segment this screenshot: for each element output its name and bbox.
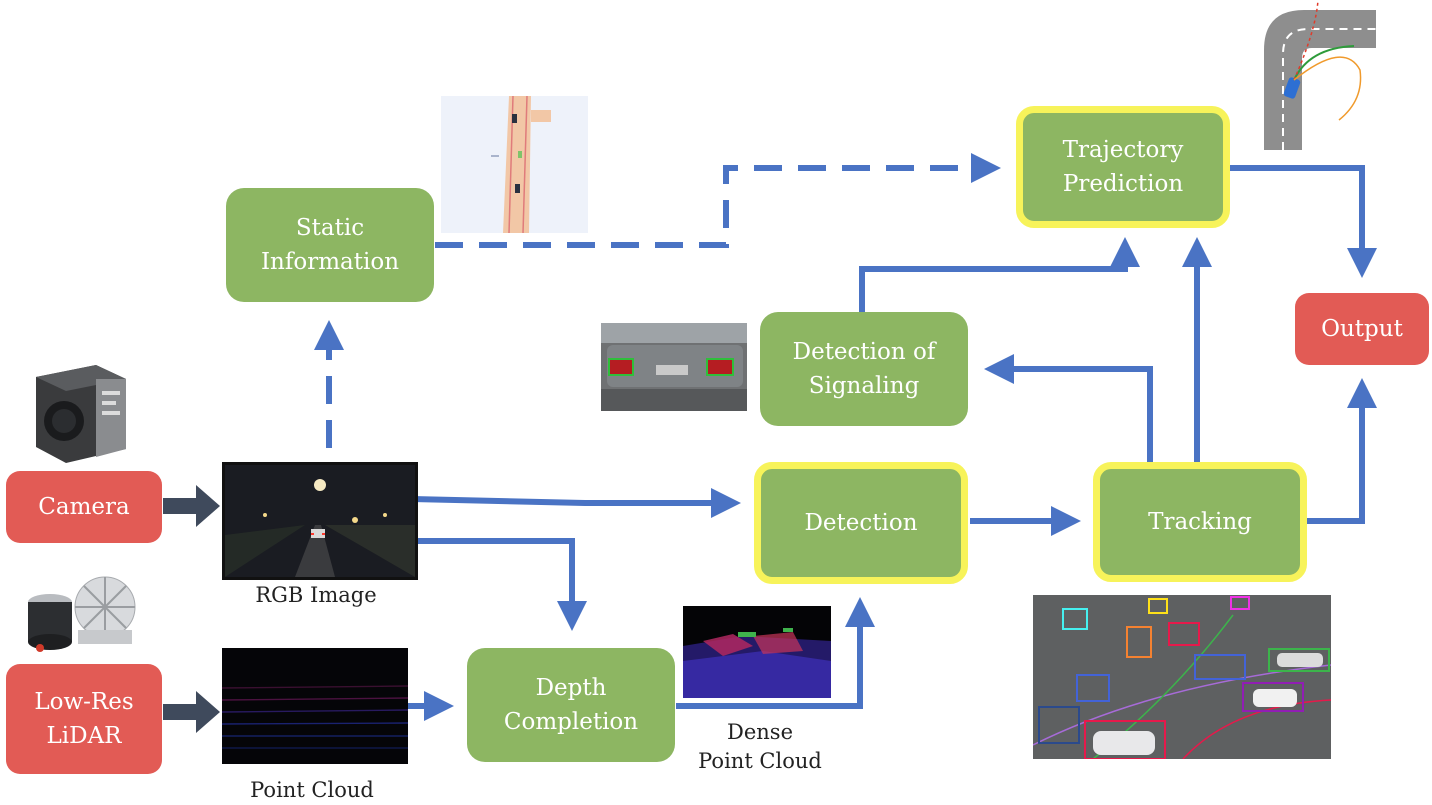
arrow-rgb-to-detection: [411, 488, 741, 518]
lidar-label: Low-Res LiDAR: [34, 689, 134, 749]
camera-label: Camera: [38, 494, 130, 520]
detection-of-signaling-box: Detection of Signaling: [760, 312, 968, 426]
arrow-signaling-to-trajectory: [859, 237, 1140, 312]
arrow-static-to-trajectory-dashed: [435, 153, 1001, 248]
detection-box: Detection: [754, 462, 968, 584]
rgb-image-thumbnail: [222, 462, 418, 580]
arrow-trajectory-to-output: [1230, 165, 1377, 278]
industrial-camera-icon: [26, 357, 136, 467]
tracking-box: Tracking: [1093, 462, 1307, 582]
output-box: Output: [1295, 293, 1429, 365]
road-map-thumbnail: [441, 96, 588, 233]
point-cloud-caption: Point Cloud: [250, 778, 374, 802]
dense-point-cloud-thumbnail: [683, 606, 831, 698]
arrow-lidar-to-pointcloud: [163, 691, 220, 733]
arrow-depth-to-detection: [676, 597, 875, 709]
lidar-sensor-icon: [20, 572, 140, 662]
arrow-tracking-to-signaling: [984, 354, 1153, 462]
static-information-label: Static Information: [260, 215, 400, 275]
tracking-label: Tracking: [1148, 509, 1252, 535]
car-rear-signal-lights-thumbnail: [601, 323, 747, 411]
trajectory-curve-icon: [1264, 0, 1376, 150]
arrow-tracking-to-output: [1307, 378, 1377, 524]
trajectory-prediction-label: Trajectory Prediction: [1062, 137, 1184, 197]
lidar-box: Low-Res LiDAR: [6, 664, 162, 774]
camera-box: Camera: [6, 471, 162, 543]
detection-of-signaling-label: Detection of Signaling: [792, 339, 936, 399]
trajectory-prediction-box: Trajectory Prediction: [1016, 106, 1230, 228]
arrow-camera-to-rgb: [163, 485, 220, 527]
detection-label: Detection: [804, 510, 918, 536]
rgb-image-caption: RGB Image: [255, 583, 377, 607]
point-cloud-thumbnail: [222, 648, 408, 764]
depth-completion-label: Depth Completion: [503, 675, 639, 735]
output-label: Output: [1321, 316, 1403, 342]
depth-completion-box: Depth Completion: [467, 648, 675, 762]
arrow-rgb-to-depth: [412, 538, 587, 631]
dense-point-cloud-caption: Dense Point Cloud: [698, 720, 822, 773]
multi-object-tracking-thumbnail: [1033, 595, 1331, 759]
static-information-box: Static Information: [226, 188, 434, 302]
